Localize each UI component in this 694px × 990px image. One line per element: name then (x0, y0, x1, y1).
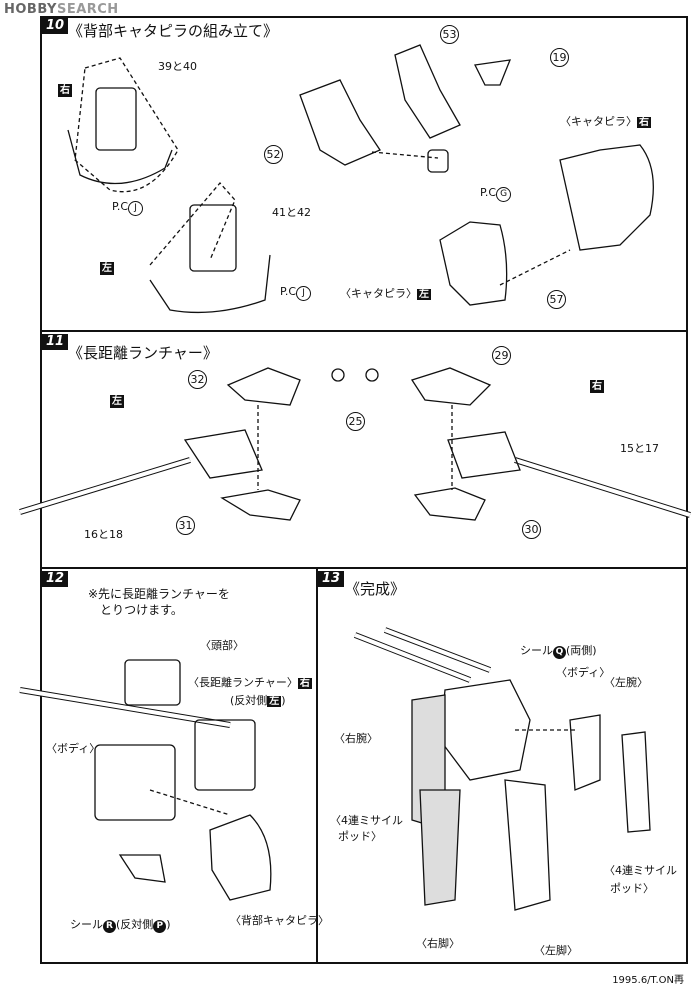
label-part-19: 19 (550, 48, 569, 67)
label-part-16-18: 16と18 (84, 528, 123, 541)
step-10-title: 《背部キャタピラの組み立て》 (68, 22, 279, 40)
step-13-title: 《完成》 (345, 580, 406, 598)
label-body-13: 〈ボディ〉 (556, 666, 611, 679)
part-30-drawing (413, 487, 486, 521)
step12-head-drawing (124, 659, 181, 706)
label-part-39-40: 39と40 (158, 60, 197, 73)
label-opposite: (反対側左) (230, 694, 286, 707)
catapillar-left-drawing (439, 221, 508, 306)
step12-seal-drawing (118, 854, 166, 883)
part-29-drawing (410, 367, 492, 406)
step12-launcher-drawing (194, 719, 256, 791)
step12-note-2: とりつけます。 (100, 603, 183, 617)
part-52-drawing (299, 79, 381, 166)
label-catapillar-left: 〈キャタピラ〉左 (340, 287, 431, 300)
step-11-number: 11 (42, 334, 69, 350)
divider-step-11-12 (40, 567, 688, 569)
label-missile-pod-right-1: 〈4連ミサイル (330, 814, 403, 827)
side-right-badge: 右 (58, 84, 72, 97)
step-11-title: 《長距離ランチャー》 (68, 344, 218, 362)
label-part-53: 53 (440, 25, 459, 44)
part-53-drawing (394, 44, 461, 139)
manual-frame (40, 16, 688, 964)
step12-note-1: ※先に長距離ランチャーを (88, 587, 230, 601)
label-back-catapillar: 〈背部キャタピラ〉 (230, 914, 329, 927)
step-12-number: 12 (42, 571, 69, 587)
step10-dash-loop-left (149, 182, 236, 266)
watermark: HOBBYSEARCH (4, 2, 119, 17)
label-part-32: 32 (188, 370, 207, 389)
step13-left-arm (569, 714, 601, 791)
divider-step-12-13 (316, 567, 318, 964)
part-25-left-drawing (331, 368, 345, 382)
label-missile-pod-right-2: ポッド〉 (338, 830, 382, 843)
label-left-leg: 〈左脚〉 (534, 944, 578, 957)
part-39-40-drawing (95, 87, 137, 151)
part-25-right-drawing (365, 368, 379, 382)
part-41-42-drawing (189, 204, 237, 272)
label-part-57: 57 (547, 290, 566, 309)
step-13-number: 13 (318, 571, 345, 587)
label-part-41-42: 41と42 (272, 206, 311, 219)
part-32-drawing (226, 367, 301, 406)
step-10-number: 10 (42, 18, 69, 34)
label-right-arm: 〈右腕〉 (334, 732, 378, 745)
label-right-leg: 〈右脚〉 (416, 937, 460, 950)
label-missile-pod-left-1: 〈4連ミサイル (604, 864, 677, 877)
part-19-drawing (474, 59, 512, 86)
label-part-29: 29 (492, 346, 511, 365)
label-head: 〈頭部〉 (200, 639, 244, 652)
label-launcher: 〈長距離ランチャー〉右 (188, 676, 312, 689)
step11-side-right: 右 (590, 380, 604, 393)
label-part-31: 31 (176, 516, 195, 535)
step10-dash-loop-right (74, 57, 179, 193)
label-catapillar-right: 〈キャタピラ〉右 (560, 115, 651, 128)
label-left-arm: 〈左腕〉 (604, 676, 648, 689)
step13-missile-pod-left (621, 731, 651, 833)
step10-catframe-right (67, 129, 173, 185)
label-part-30: 30 (522, 520, 541, 539)
label-body-12: 〈ボディ〉 (46, 742, 101, 755)
label-missile-pod-left-2: ポッド〉 (610, 882, 654, 895)
footer-credit: 1995.6/T.ON再 (612, 975, 684, 986)
label-part-52: 52 (264, 145, 283, 164)
step13-left-leg (504, 779, 551, 911)
side-left-badge: 左 (100, 262, 114, 275)
part-launcher-left-drawing (183, 429, 263, 479)
step13-right-leg (419, 789, 461, 906)
pc-g-drawing (427, 149, 449, 173)
divider-step-10-11 (40, 330, 688, 332)
part-launcher-right-drawing (447, 431, 521, 479)
step12-body-drawing (94, 744, 176, 821)
step11-side-left: 左 (110, 395, 124, 408)
part-31-drawing (220, 489, 301, 521)
step12-back-cat-drawing (209, 814, 272, 901)
step10-catframe-left (149, 254, 271, 314)
catapillar-right-drawing (559, 144, 654, 251)
label-part-25: 25 (346, 412, 365, 431)
label-part-15-17: 15と17 (620, 442, 659, 455)
